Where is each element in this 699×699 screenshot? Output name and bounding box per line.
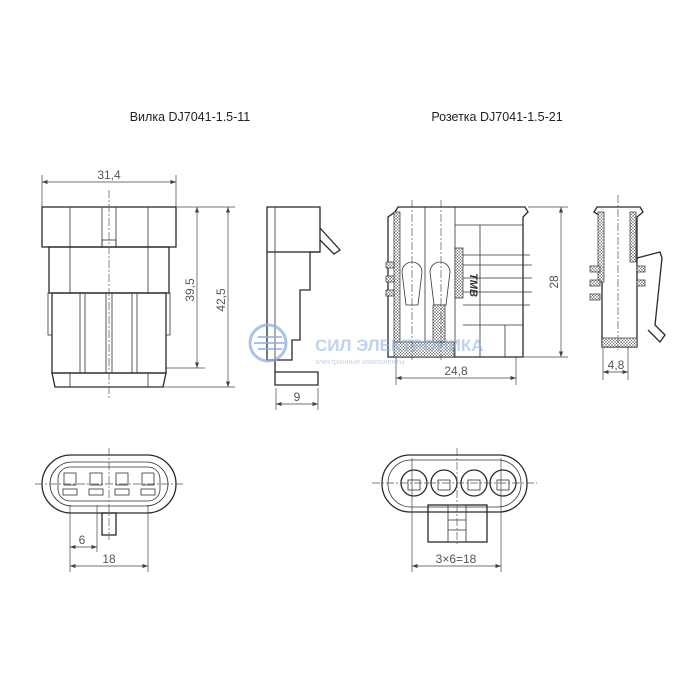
dim-socket-side-depth: 4,8: [608, 358, 625, 372]
dim-plug-side-depth: 9: [294, 390, 301, 404]
watermark-tagline: электронные компоненты: [315, 357, 405, 366]
dim-socket-height: 28: [547, 275, 561, 289]
plug-contacts: [62, 472, 156, 496]
plug-end-view: 6 18: [35, 448, 185, 572]
dim-plug-span: 18: [102, 552, 116, 566]
socket-side-view: 4,8: [589, 195, 666, 380]
plug-title: Вилка DJ7041-1.5-11: [130, 110, 251, 124]
plug-front-view: 31,4 39,5 42,5: [41, 168, 235, 400]
socket-section-view: TMB 28 24,8: [385, 200, 568, 385]
watermark-logo: СИЛ ЭЛЕКТРОНИКА электронные компоненты: [248, 323, 484, 366]
dim-socket-width: 24,8: [444, 364, 468, 378]
socket-marking: TMB: [467, 273, 479, 297]
socket-title: Розетка DJ7041-1.5-21: [431, 110, 562, 124]
socket-end-view: 3×6=18: [372, 448, 537, 572]
dim-plug-width: 31,4: [97, 168, 121, 182]
watermark-name: СИЛ ЭЛЕКТРОНИКА: [315, 336, 484, 355]
dim-plug-pitch: 6: [79, 533, 86, 547]
dim-socket-span: 3×6=18: [436, 552, 477, 566]
plug-side-view: 9: [266, 206, 341, 410]
dim-plug-height-body: 39,5: [183, 278, 197, 302]
dim-plug-height-total: 42,5: [214, 288, 228, 312]
